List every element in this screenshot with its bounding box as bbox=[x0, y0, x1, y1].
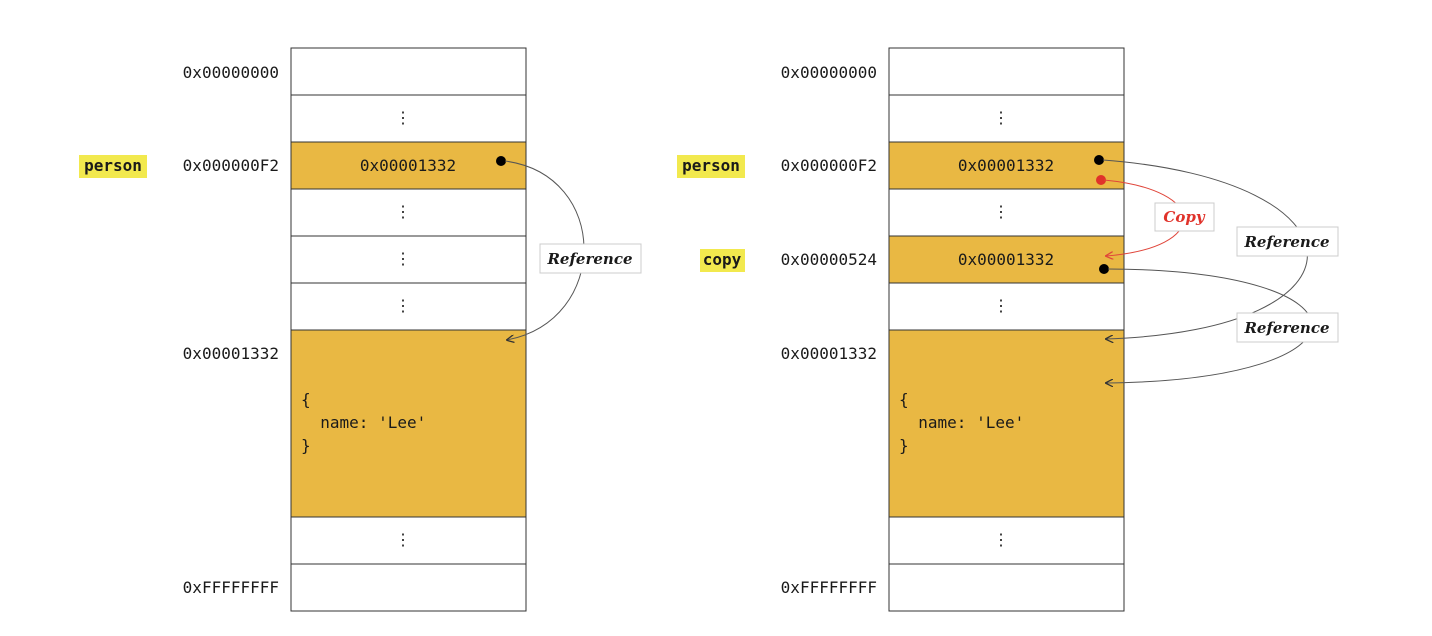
memory-cell-bottom bbox=[290, 563, 527, 612]
memory-cell-copy bbox=[888, 235, 1125, 284]
reference-label: Reference bbox=[546, 250, 632, 268]
right-memory-panel: ⋮ ⋮ ⋮ ⋮ 0x00001332 0x00001332 { name: 'L… bbox=[677, 47, 1339, 612]
reference-label: Reference bbox=[1243, 233, 1329, 251]
address-top: 0x00000000 bbox=[781, 63, 877, 82]
ellipsis-text: ⋮ bbox=[395, 108, 411, 127]
variable-highlight bbox=[79, 155, 147, 178]
object-line-name: name: 'Lee' bbox=[301, 413, 426, 432]
ellipsis-text: ⋮ bbox=[395, 296, 411, 315]
address-bottom: 0xFFFFFFFF bbox=[183, 578, 279, 597]
person-cell-value: 0x00001332 bbox=[360, 156, 456, 175]
memory-cell-gap bbox=[888, 516, 1125, 565]
ellipsis-text: ⋮ bbox=[993, 530, 1009, 549]
object-line-name: name: 'Lee' bbox=[899, 413, 1024, 432]
pointer-dot bbox=[1099, 264, 1109, 274]
variable-person-label: person bbox=[682, 156, 740, 175]
memory-cell-object bbox=[290, 329, 527, 518]
address-top: 0x00000000 bbox=[183, 63, 279, 82]
ellipsis-text: ⋮ bbox=[993, 296, 1009, 315]
variable-highlight bbox=[700, 249, 745, 272]
ellipsis-text: ⋮ bbox=[395, 530, 411, 549]
memory-cell-object bbox=[888, 329, 1125, 518]
reference-label: Reference bbox=[1243, 319, 1329, 337]
address-object: 0x00001332 bbox=[781, 344, 877, 363]
memory-cell-gap bbox=[888, 94, 1125, 143]
ellipsis-text: ⋮ bbox=[993, 202, 1009, 221]
memory-cell-gap bbox=[888, 282, 1125, 331]
left-memory-panel: ⋮ ⋮ ⋮ ⋮ ⋮ 0x00001332 { name: 'Lee' } 0x0… bbox=[79, 47, 642, 612]
reference-label-box bbox=[1236, 312, 1339, 343]
memory-cell-gap bbox=[290, 94, 527, 143]
memory-cell-top bbox=[888, 47, 1125, 96]
reference-label-box bbox=[539, 243, 642, 274]
person-cell-value: 0x00001332 bbox=[958, 156, 1054, 175]
memory-cell-bottom bbox=[888, 563, 1125, 612]
pointer-dot bbox=[1094, 155, 1104, 165]
memory-cell-gap bbox=[290, 235, 527, 284]
ellipsis-text: ⋮ bbox=[395, 249, 411, 268]
object-line-open: { bbox=[899, 390, 909, 409]
variable-highlight bbox=[677, 155, 745, 178]
address-copy: 0x00000524 bbox=[781, 250, 877, 269]
copy-label: Copy bbox=[1163, 208, 1205, 226]
pointer-dot bbox=[496, 156, 506, 166]
object-line-close: } bbox=[301, 436, 311, 455]
address-person: 0x000000F2 bbox=[183, 156, 279, 175]
copy-label-box bbox=[1154, 202, 1215, 232]
copy-cell-value: 0x00001332 bbox=[958, 250, 1054, 269]
address-object: 0x00001332 bbox=[183, 344, 279, 363]
memory-cell-person bbox=[290, 141, 527, 190]
reference-label-box bbox=[1236, 226, 1339, 257]
variable-copy-label: copy bbox=[703, 250, 742, 269]
address-bottom: 0xFFFFFFFF bbox=[781, 578, 877, 597]
memory-cell-top bbox=[290, 47, 527, 96]
ellipsis-text: ⋮ bbox=[395, 202, 411, 221]
memory-cell-gap bbox=[888, 188, 1125, 237]
object-line-close: } bbox=[899, 436, 909, 455]
variable-person-label: person bbox=[84, 156, 142, 175]
address-person: 0x000000F2 bbox=[781, 156, 877, 175]
object-line-open: { bbox=[301, 390, 311, 409]
memory-cell-gap bbox=[290, 282, 527, 331]
memory-cell-gap bbox=[290, 188, 527, 237]
ellipsis-text: ⋮ bbox=[993, 108, 1009, 127]
copy-source-dot bbox=[1096, 175, 1106, 185]
